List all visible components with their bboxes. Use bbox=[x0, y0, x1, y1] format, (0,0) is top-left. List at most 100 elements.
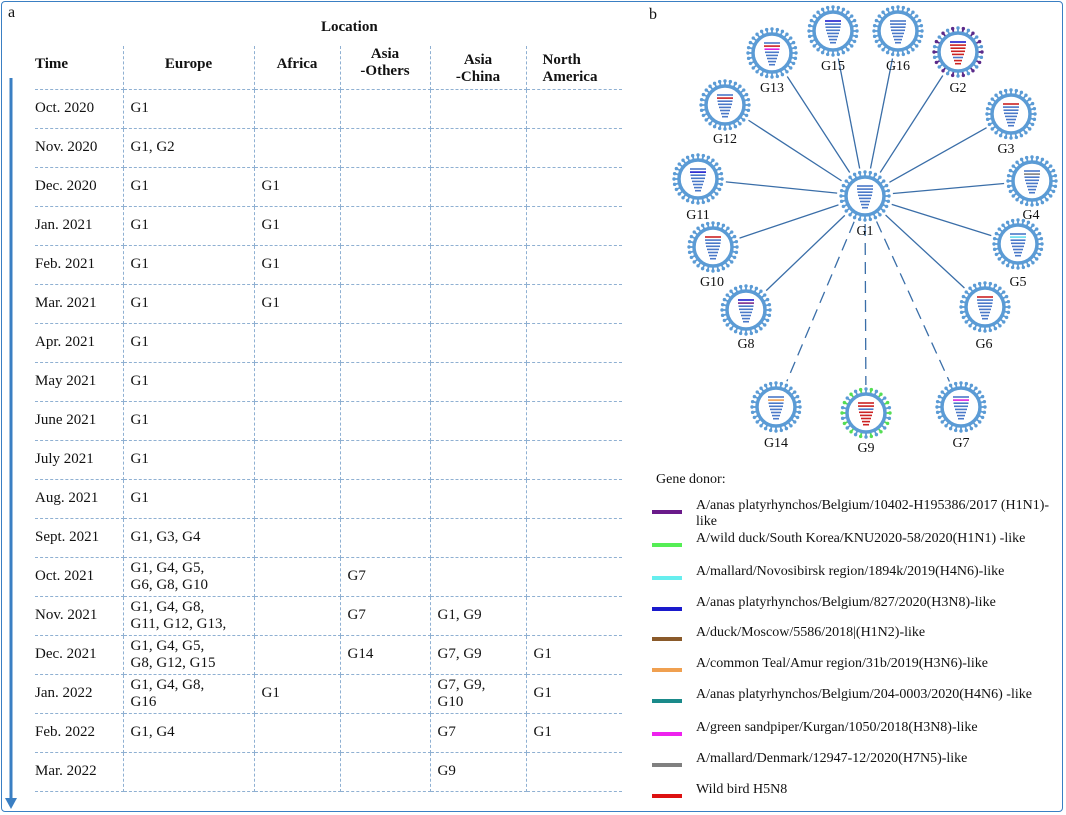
cell-time: Nov. 2020 bbox=[35, 127, 124, 168]
legend-swatch bbox=[652, 637, 682, 641]
header-asia-china-line2: -China bbox=[455, 69, 501, 85]
cell-time: Dec. 2021 bbox=[35, 634, 124, 675]
cell-time: Feb. 2022 bbox=[35, 712, 124, 753]
cell-asia-china bbox=[429, 400, 527, 441]
cell-asia-china bbox=[429, 244, 527, 285]
cell-north-america bbox=[525, 517, 622, 558]
timeline-table: Time Europe Africa Asia -Others Asia -Ch… bbox=[35, 46, 622, 792]
cell-line: G1 bbox=[130, 451, 149, 467]
cell-africa: G1 bbox=[253, 673, 341, 714]
connector-g7 bbox=[876, 221, 950, 382]
cell-africa bbox=[253, 88, 341, 129]
virus-node-g11: G11 bbox=[672, 153, 724, 223]
cell-north-america bbox=[525, 751, 622, 792]
cell-asia-others bbox=[339, 478, 431, 519]
cell-europe: G1, G3, G4 bbox=[122, 517, 255, 558]
cell-time: Jan. 2022 bbox=[35, 673, 124, 714]
legend-text: A/anas platyrhynchos/Belgium/827/2020(H3… bbox=[696, 595, 996, 610]
header-asia-others: Asia -Others bbox=[339, 46, 431, 90]
cell-line: G11, G12, G13, bbox=[130, 615, 227, 632]
header-asia-others-line2: -Others bbox=[360, 63, 410, 79]
cell-asia-others bbox=[339, 205, 431, 246]
cell-time: July 2021 bbox=[35, 439, 124, 480]
connector-g5 bbox=[891, 203, 992, 237]
connector-g13 bbox=[786, 76, 851, 173]
virus-node-g10-label: G10 bbox=[700, 275, 724, 290]
cell-asia-others bbox=[339, 244, 431, 285]
cell-africa bbox=[253, 712, 341, 753]
cell-line: G1 bbox=[130, 100, 149, 116]
cell-line: G1 bbox=[130, 373, 149, 389]
legend-swatch bbox=[652, 668, 682, 672]
cell-europe: G1, G4, G5,G6, G8, G10 bbox=[122, 556, 255, 597]
legend-text: A/wild duck/South Korea/KNU2020-58/2020(… bbox=[696, 531, 1026, 546]
table-row: May 2021 G1 bbox=[35, 361, 622, 402]
cell-line: G1, G9 bbox=[437, 607, 482, 623]
cell-asia-china bbox=[429, 517, 527, 558]
cell-africa bbox=[253, 595, 341, 636]
cell-asia-china bbox=[429, 205, 527, 246]
cell-asia-others bbox=[339, 673, 431, 714]
cell-north-america bbox=[525, 205, 622, 246]
cell-asia-others bbox=[339, 400, 431, 441]
virus-node-g1-center-label: G1 bbox=[856, 224, 873, 239]
virus-node-g9-label: G9 bbox=[857, 441, 874, 456]
cell-asia-others bbox=[339, 751, 431, 792]
cell-line: G1 bbox=[130, 490, 149, 506]
cell-line: G7 bbox=[437, 724, 456, 740]
virus-node-g4-label: G4 bbox=[1022, 208, 1039, 223]
virus-node-g16: G16 bbox=[872, 5, 924, 74]
cell-africa bbox=[253, 322, 341, 363]
connector-g12 bbox=[748, 119, 842, 182]
cell-time: Mar. 2022 bbox=[35, 751, 124, 792]
legend-text: A/green sandpiper/Kurgan/1050/2018(H3N8)… bbox=[696, 720, 978, 735]
cell-line: G7, G9 bbox=[437, 646, 482, 662]
cell-time: Aug. 2021 bbox=[35, 478, 124, 519]
cell-time: May 2021 bbox=[35, 361, 124, 402]
legend-swatch bbox=[652, 576, 682, 580]
cell-asia-others bbox=[339, 166, 431, 207]
cell-line: G8, G12, G15 bbox=[130, 654, 216, 671]
cell-africa bbox=[253, 478, 341, 519]
cell-asia-china: G1, G9 bbox=[429, 595, 527, 636]
virus-node-g8: G8 bbox=[720, 284, 772, 352]
connector-g3 bbox=[889, 127, 987, 183]
time-arrow-icon bbox=[5, 78, 17, 809]
cell-asia-others bbox=[339, 712, 431, 753]
virus-node-g9: G9 bbox=[840, 387, 892, 456]
cell-north-america bbox=[525, 478, 622, 519]
cell-line: G1, G4, G8, bbox=[130, 676, 205, 693]
header-africa: Africa bbox=[253, 46, 341, 90]
header-north-america: North America bbox=[525, 46, 622, 90]
connector-g4 bbox=[892, 182, 1005, 195]
cell-line: G1 bbox=[130, 217, 149, 233]
connector-g15 bbox=[837, 58, 861, 169]
cell-line: G1 bbox=[130, 412, 149, 428]
cell-north-america: G1 bbox=[525, 634, 622, 675]
cell-north-america bbox=[525, 88, 622, 129]
cell-time: Mar. 2021 bbox=[35, 283, 124, 324]
virus-node-g2: G2 bbox=[932, 26, 984, 96]
cell-africa bbox=[253, 361, 341, 402]
cell-line: G6, G8, G10 bbox=[130, 576, 209, 593]
cell-line: G1, G4, G5, bbox=[130, 637, 205, 654]
cell-africa bbox=[253, 556, 341, 597]
legend-swatch bbox=[652, 607, 682, 611]
virus-node-g14: G14 bbox=[750, 381, 802, 451]
cell-north-america bbox=[525, 127, 622, 168]
legend-swatch bbox=[652, 732, 682, 736]
cell-europe: G1 bbox=[122, 166, 255, 207]
cell-line: G7, G9, bbox=[437, 676, 486, 693]
virus-node-g2-label: G2 bbox=[949, 81, 966, 96]
cell-line: G1 bbox=[130, 295, 149, 311]
cell-asia-china bbox=[429, 283, 527, 324]
header-north-america-line2: America bbox=[542, 69, 598, 85]
cell-asia-others: G7 bbox=[339, 595, 431, 636]
virus-node-g8-label: G8 bbox=[737, 337, 754, 352]
